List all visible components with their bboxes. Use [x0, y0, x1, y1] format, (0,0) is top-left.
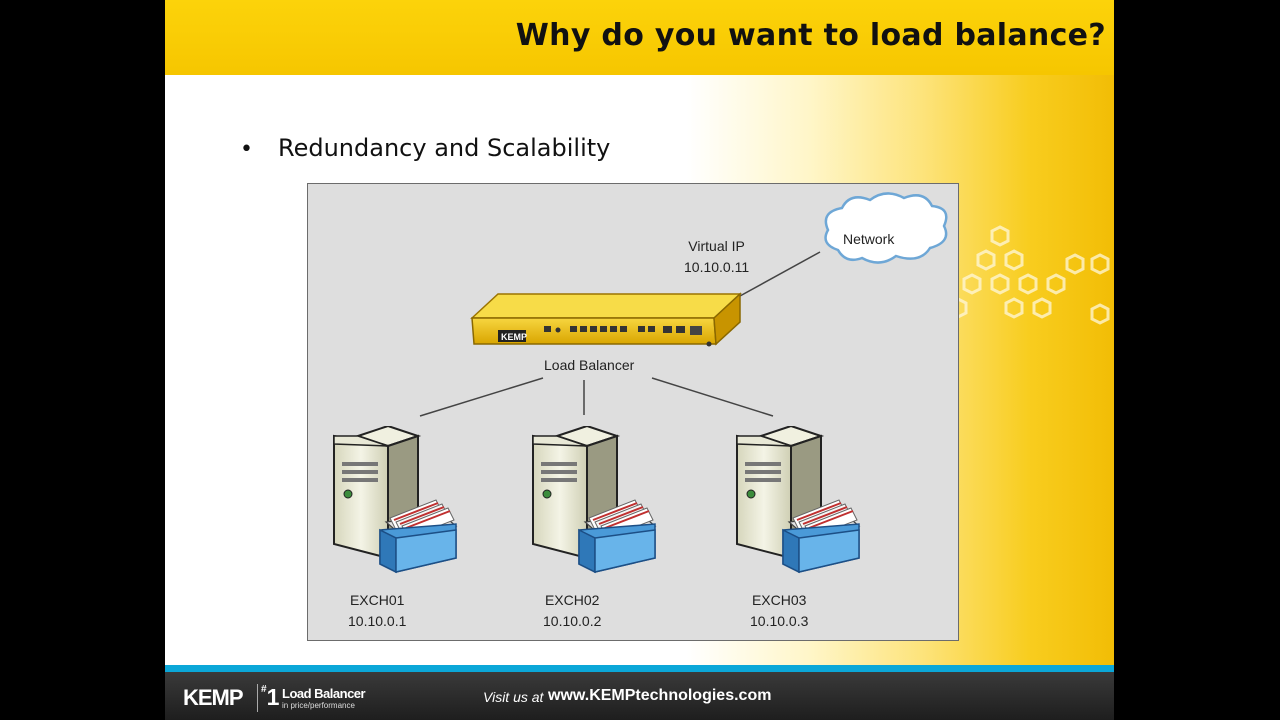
hexagon-pattern-decoration	[955, 225, 1110, 325]
link-vip-network	[739, 251, 821, 297]
bullet-dot: •	[240, 137, 253, 162]
exch01-ip: 10.10.0.1	[348, 613, 407, 629]
kemp-logo: KEMP	[183, 685, 244, 710]
exch03-name: EXCH03	[751, 592, 807, 608]
load-balancer-label: Load Balancer	[544, 357, 635, 373]
load-balancer-appliance-icon: KEMP	[470, 292, 742, 347]
website-link[interactable]: www.KEMPtechnologies.com	[548, 687, 772, 704]
bullet-item: • Redundancy and Scalability	[240, 134, 610, 162]
exch01-labels: EXCH01 10.10.0.1	[348, 590, 406, 632]
virtual-ip-block: Virtual IP 10.10.0.11	[684, 236, 749, 278]
exch03-ip: 10.10.0.3	[750, 613, 809, 629]
slide: Why do you want to load balance? • Redund…	[165, 0, 1114, 720]
exch03-server-icon	[736, 426, 860, 573]
bullet-text: Redundancy and Scalability	[278, 134, 611, 162]
virtual-ip-address: 10.10.0.11	[684, 259, 750, 275]
rank-number: 1	[266, 684, 280, 710]
network-cloud-icon	[824, 192, 948, 264]
exch02-name: EXCH02	[544, 592, 600, 608]
title-bar: Why do you want to load balance?	[165, 0, 1114, 75]
exch01-server-icon	[333, 426, 457, 573]
network-diagram: KEMP Network Virtual IP	[307, 183, 959, 641]
footer-divider	[257, 684, 258, 712]
link-lb-exch03	[651, 377, 774, 417]
exch01-name: EXCH01	[349, 592, 405, 608]
footer-tagline-sub: in price/performance	[282, 701, 355, 710]
footer-tagline: Load Balancer	[282, 686, 366, 701]
exch02-server-icon	[532, 426, 656, 573]
diagram-canvas: KEMP	[333, 192, 948, 573]
visit-label: Visit us at	[483, 689, 544, 705]
rank-hash: #	[261, 684, 267, 695]
rank-badge: #1	[261, 684, 279, 711]
virtual-ip-label: Virtual IP	[688, 238, 745, 254]
footer-bar: KEMP #1 Load Balancer in price/performan…	[165, 665, 1114, 720]
slide-title: Why do you want to load balance?	[515, 18, 1106, 53]
appliance-brand-label: KEMP	[501, 332, 527, 342]
link-lb-exch01	[419, 377, 544, 417]
exch02-labels: EXCH02 10.10.0.2	[543, 590, 601, 632]
network-label: Network	[843, 231, 895, 247]
exch02-ip: 10.10.0.2	[543, 613, 602, 629]
exch03-labels: EXCH03 10.10.0.3	[750, 590, 808, 632]
